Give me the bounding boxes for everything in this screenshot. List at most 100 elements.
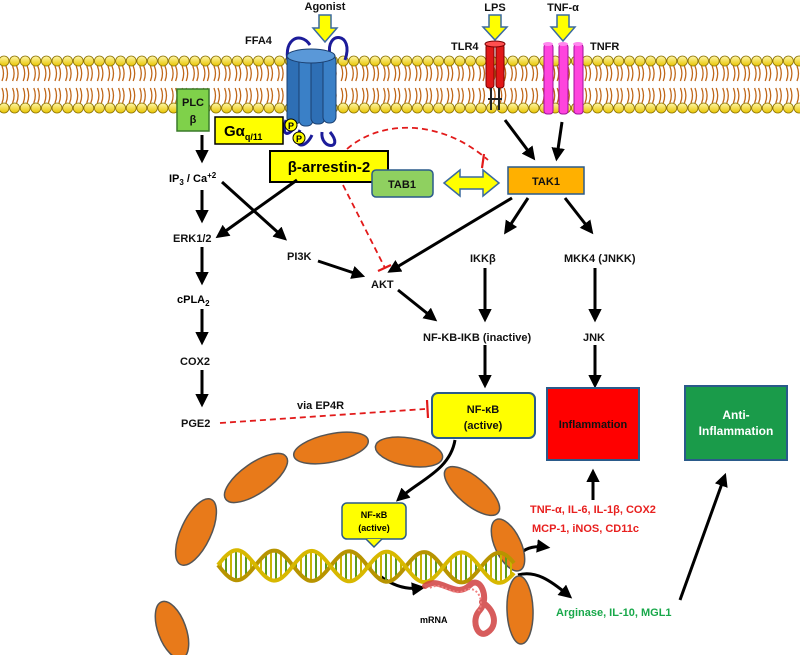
lipid-tail — [418, 65, 422, 82]
lipid-tail — [669, 87, 672, 104]
lipid-head — [231, 55, 243, 67]
lipid-tail — [340, 87, 344, 104]
lipid-tail — [457, 87, 460, 104]
lipid-tail — [673, 65, 676, 82]
lipid-tail — [33, 65, 36, 82]
lipid-tail — [149, 87, 153, 104]
anti-inflammation-label-1: Anti- — [722, 408, 749, 422]
lipid-head — [157, 102, 169, 114]
lipid-tail — [361, 87, 365, 104]
lipid-tail — [382, 87, 386, 104]
plc-label: PLC — [182, 97, 204, 109]
lipid-tail — [446, 65, 450, 82]
lipid-head — [443, 55, 455, 67]
lipid-tail — [64, 65, 68, 82]
lipid-tail — [68, 65, 72, 82]
lipid-tail — [510, 87, 513, 104]
lipid-tail — [64, 87, 68, 104]
lipid-tail — [47, 65, 51, 82]
lipid-tail — [482, 65, 486, 82]
lipid-tail — [700, 65, 704, 82]
lipid-tail — [789, 65, 793, 82]
lipid-tail — [238, 65, 242, 82]
lipid-tail — [372, 87, 376, 104]
lipid-tail — [626, 65, 630, 82]
lipid-tail — [58, 65, 62, 82]
tab1-node: TAB1 — [371, 169, 434, 198]
lipid-head — [666, 102, 678, 114]
plc-beta-label: β — [190, 114, 197, 126]
tnfr-receptor: TNFR — [543, 41, 619, 115]
lipid-tail — [259, 65, 263, 82]
lipid-head — [115, 102, 126, 114]
lipid-head — [252, 102, 264, 114]
cpla2-label: cPLA2 — [177, 294, 210, 308]
lipid-head — [30, 102, 42, 114]
lipid-head — [719, 55, 731, 67]
lipid-head — [751, 102, 762, 114]
lipid-head — [274, 55, 286, 67]
lipid-tail — [732, 65, 736, 82]
lipid-tail — [637, 87, 641, 104]
lipid-head — [136, 55, 148, 67]
lipid-head — [528, 55, 540, 67]
lipid-tail — [397, 65, 401, 82]
lipid-tail — [234, 87, 238, 104]
dna-backbone — [216, 548, 516, 585]
lipid-tail — [153, 87, 157, 104]
lipid-head — [730, 55, 741, 67]
lipid-head — [772, 55, 784, 67]
lipid-tail — [139, 65, 142, 82]
lipid-tail — [467, 87, 471, 104]
lipid-head — [687, 55, 699, 67]
lipid-tail — [531, 65, 535, 82]
lipid-tail — [160, 65, 164, 82]
lipid-tail — [143, 87, 146, 104]
lipid-tail — [33, 87, 36, 104]
nuclear-nfkb-node: NF-κB (active) — [341, 502, 407, 549]
inhibition-lines — [219, 126, 489, 424]
lipid-tail — [439, 87, 443, 104]
lipid-head — [390, 102, 402, 114]
pge2-label: PGE2 — [181, 418, 210, 430]
lipid-tail — [785, 65, 789, 82]
lipid-tail — [111, 65, 115, 82]
lipid-tail — [768, 87, 772, 104]
pi3k-label: PI3K — [287, 251, 312, 263]
pathway-arrows — [195, 119, 728, 601]
lipid-head — [348, 55, 360, 67]
lipid-tail — [393, 87, 397, 104]
lipid-tail — [202, 65, 206, 82]
lipid-tail — [37, 87, 40, 104]
mkk4-label: MKK4 (JNKK) — [564, 253, 636, 265]
lipid-tail — [429, 87, 433, 104]
erk-label: ERK1/2 — [173, 233, 212, 245]
lipid-tail — [276, 87, 280, 104]
lipid-tail — [503, 87, 507, 104]
lipid-tail — [245, 65, 248, 82]
lipid-tail — [552, 87, 556, 104]
lipid-head — [698, 102, 709, 114]
lipid-tail — [372, 65, 376, 82]
lipid-tail — [149, 65, 153, 82]
lipid-head — [263, 55, 275, 67]
lipid-tail — [588, 65, 592, 82]
lipid-head — [19, 102, 31, 114]
lipid-tail — [227, 65, 231, 82]
lipid-head — [730, 102, 741, 114]
lipid-tail — [340, 65, 344, 82]
lipid-tail — [213, 87, 217, 104]
lipid-tail — [556, 65, 560, 82]
lipid-head — [677, 55, 688, 67]
lipid-tail — [26, 65, 30, 82]
lipid-tail — [503, 65, 507, 82]
lipid-tail — [266, 87, 270, 104]
lipid-tail — [90, 65, 93, 82]
tab1-tak1-binding-icon — [442, 168, 501, 198]
lipid-tail — [757, 87, 761, 104]
anti-inflammatory-genes: Arginase, IL-10, MGL1 — [556, 607, 672, 619]
lipid-tail — [351, 87, 354, 104]
lipid-tail — [192, 65, 195, 82]
lipid-head — [740, 102, 752, 114]
lipid-head — [708, 55, 720, 67]
